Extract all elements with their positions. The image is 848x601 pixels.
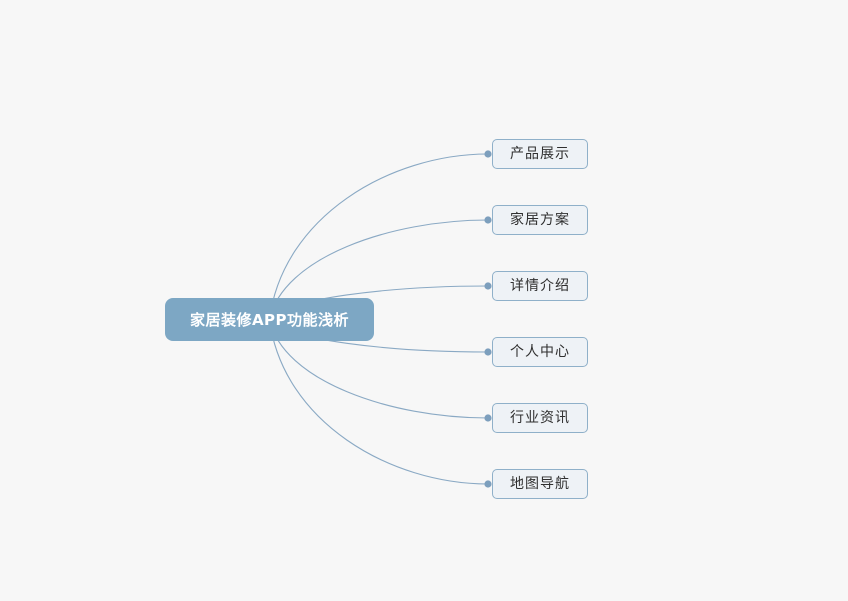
branch-node-1[interactable]: 产品展示 — [492, 139, 588, 169]
branch-node-label: 行业资讯 — [510, 410, 570, 426]
edge-connector-dot-4 — [484, 348, 492, 356]
branch-node-3[interactable]: 详情介绍 — [492, 271, 588, 301]
edge-connector-dot-1 — [484, 150, 492, 158]
branch-node-5[interactable]: 行业资讯 — [492, 403, 588, 433]
branch-node-4[interactable]: 个人中心 — [492, 337, 588, 367]
edge-curve-6 — [268, 319, 489, 485]
edge-connector-dot-6 — [484, 480, 492, 488]
branch-node-2[interactable]: 家居方案 — [492, 205, 588, 235]
edge-connector-dot-5 — [484, 414, 492, 422]
branch-node-label: 个人中心 — [510, 344, 570, 360]
edge-curve-1 — [268, 153, 489, 320]
edge-connector-dot-3 — [484, 282, 492, 290]
edge-connector-dot-2 — [484, 216, 492, 224]
branch-node-6[interactable]: 地图导航 — [492, 469, 588, 499]
branch-node-label: 详情介绍 — [510, 278, 570, 294]
branch-node-label: 产品展示 — [510, 146, 570, 162]
root-node-label: 家居装修APP功能浅析 — [189, 311, 350, 329]
root-node[interactable]: 家居装修APP功能浅析 — [165, 298, 374, 341]
branch-node-label: 地图导航 — [510, 476, 570, 492]
branch-node-label: 家居方案 — [510, 212, 570, 228]
